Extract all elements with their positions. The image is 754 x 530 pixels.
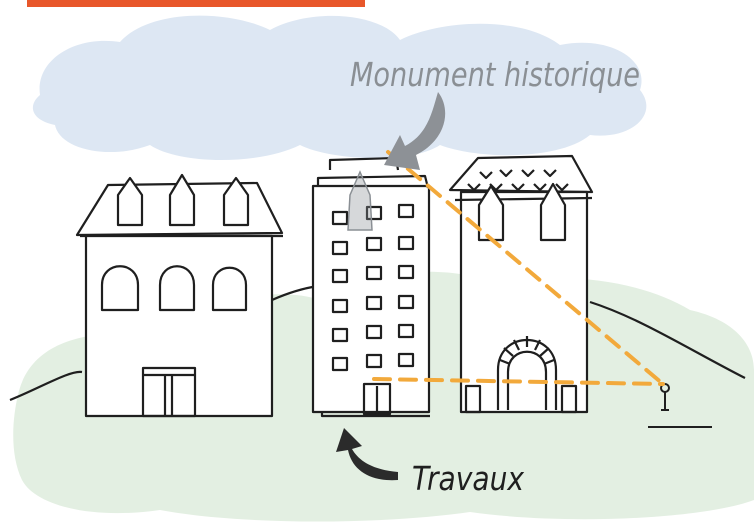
monument-label: Monument historique [350,55,640,94]
sightline-works [372,377,665,386]
monument-building [448,154,594,414]
works-label: Travaux [412,459,524,498]
sightlines [372,150,665,386]
sightline-monument [386,150,665,386]
left-house [75,173,284,418]
curved-arrow-down-icon [384,92,446,170]
monument-spire-outline [347,170,373,231]
works-building [311,156,431,418]
curved-arrow-up-icon [336,428,398,481]
top-banner [27,0,365,7]
sky-cloud [32,15,647,161]
